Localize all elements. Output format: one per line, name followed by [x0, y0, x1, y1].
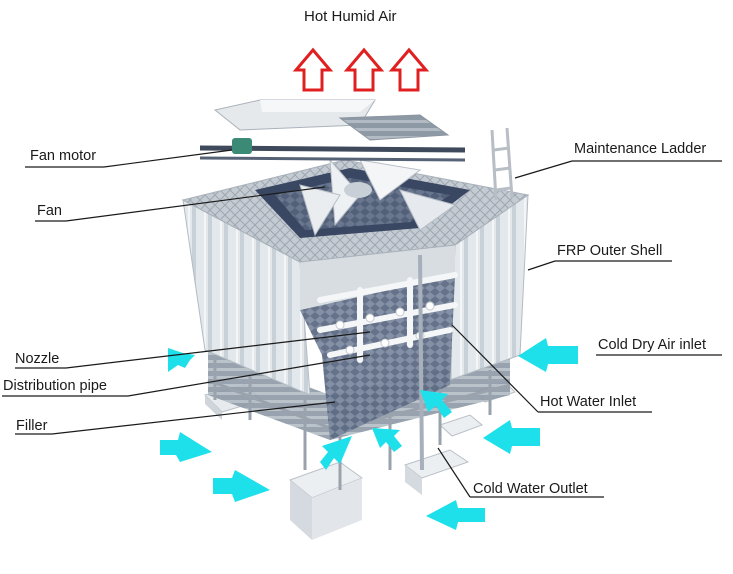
label-hot-water-inlet: Hot Water Inlet	[540, 394, 637, 410]
exhaust-arrow-3	[388, 47, 430, 92]
inlet-arrow-9	[420, 390, 452, 418]
cold-air-inlet-arrows	[160, 338, 578, 530]
inlet-arrow-4	[518, 338, 578, 372]
label-distribution-pipe: Distribution pipe	[3, 378, 107, 394]
inlet-arrow-3	[213, 470, 270, 502]
label-fan-motor: Fan motor	[30, 148, 97, 164]
label-filler: Filler	[16, 418, 48, 434]
label-maintenance-ladder: Maintenance Ladder	[574, 141, 707, 157]
maintenance-ladder	[490, 127, 514, 201]
label-cold-dry-air-inlet: Cold Dry Air inlet	[598, 337, 706, 353]
exhaust-arrow-1	[292, 47, 334, 92]
inlet-arrow-8	[372, 428, 402, 452]
hot-water-pipe	[418, 254, 424, 471]
label-nozzle: Nozzle	[15, 351, 60, 367]
fan-motor-assembly	[199, 99, 466, 162]
inlet-arrow-5	[483, 420, 540, 454]
hot-air-exhaust-arrows	[292, 47, 430, 92]
label-frp-outer-shell: FRP Outer Shell	[557, 243, 663, 259]
leader-lines	[2, 149, 722, 498]
inlet-arrow-7	[320, 436, 352, 470]
label-cold-water-outlet: Cold Water Outlet	[473, 481, 588, 497]
exhaust-arrow-2	[343, 47, 385, 92]
inlet-arrow-6	[426, 500, 485, 530]
inlet-arrow-2	[160, 432, 212, 462]
label-fan: Fan	[37, 203, 62, 219]
inlet-arrow-1	[168, 348, 195, 372]
diagram-title: Hot Humid Air	[304, 8, 397, 25]
fan	[299, 158, 457, 237]
